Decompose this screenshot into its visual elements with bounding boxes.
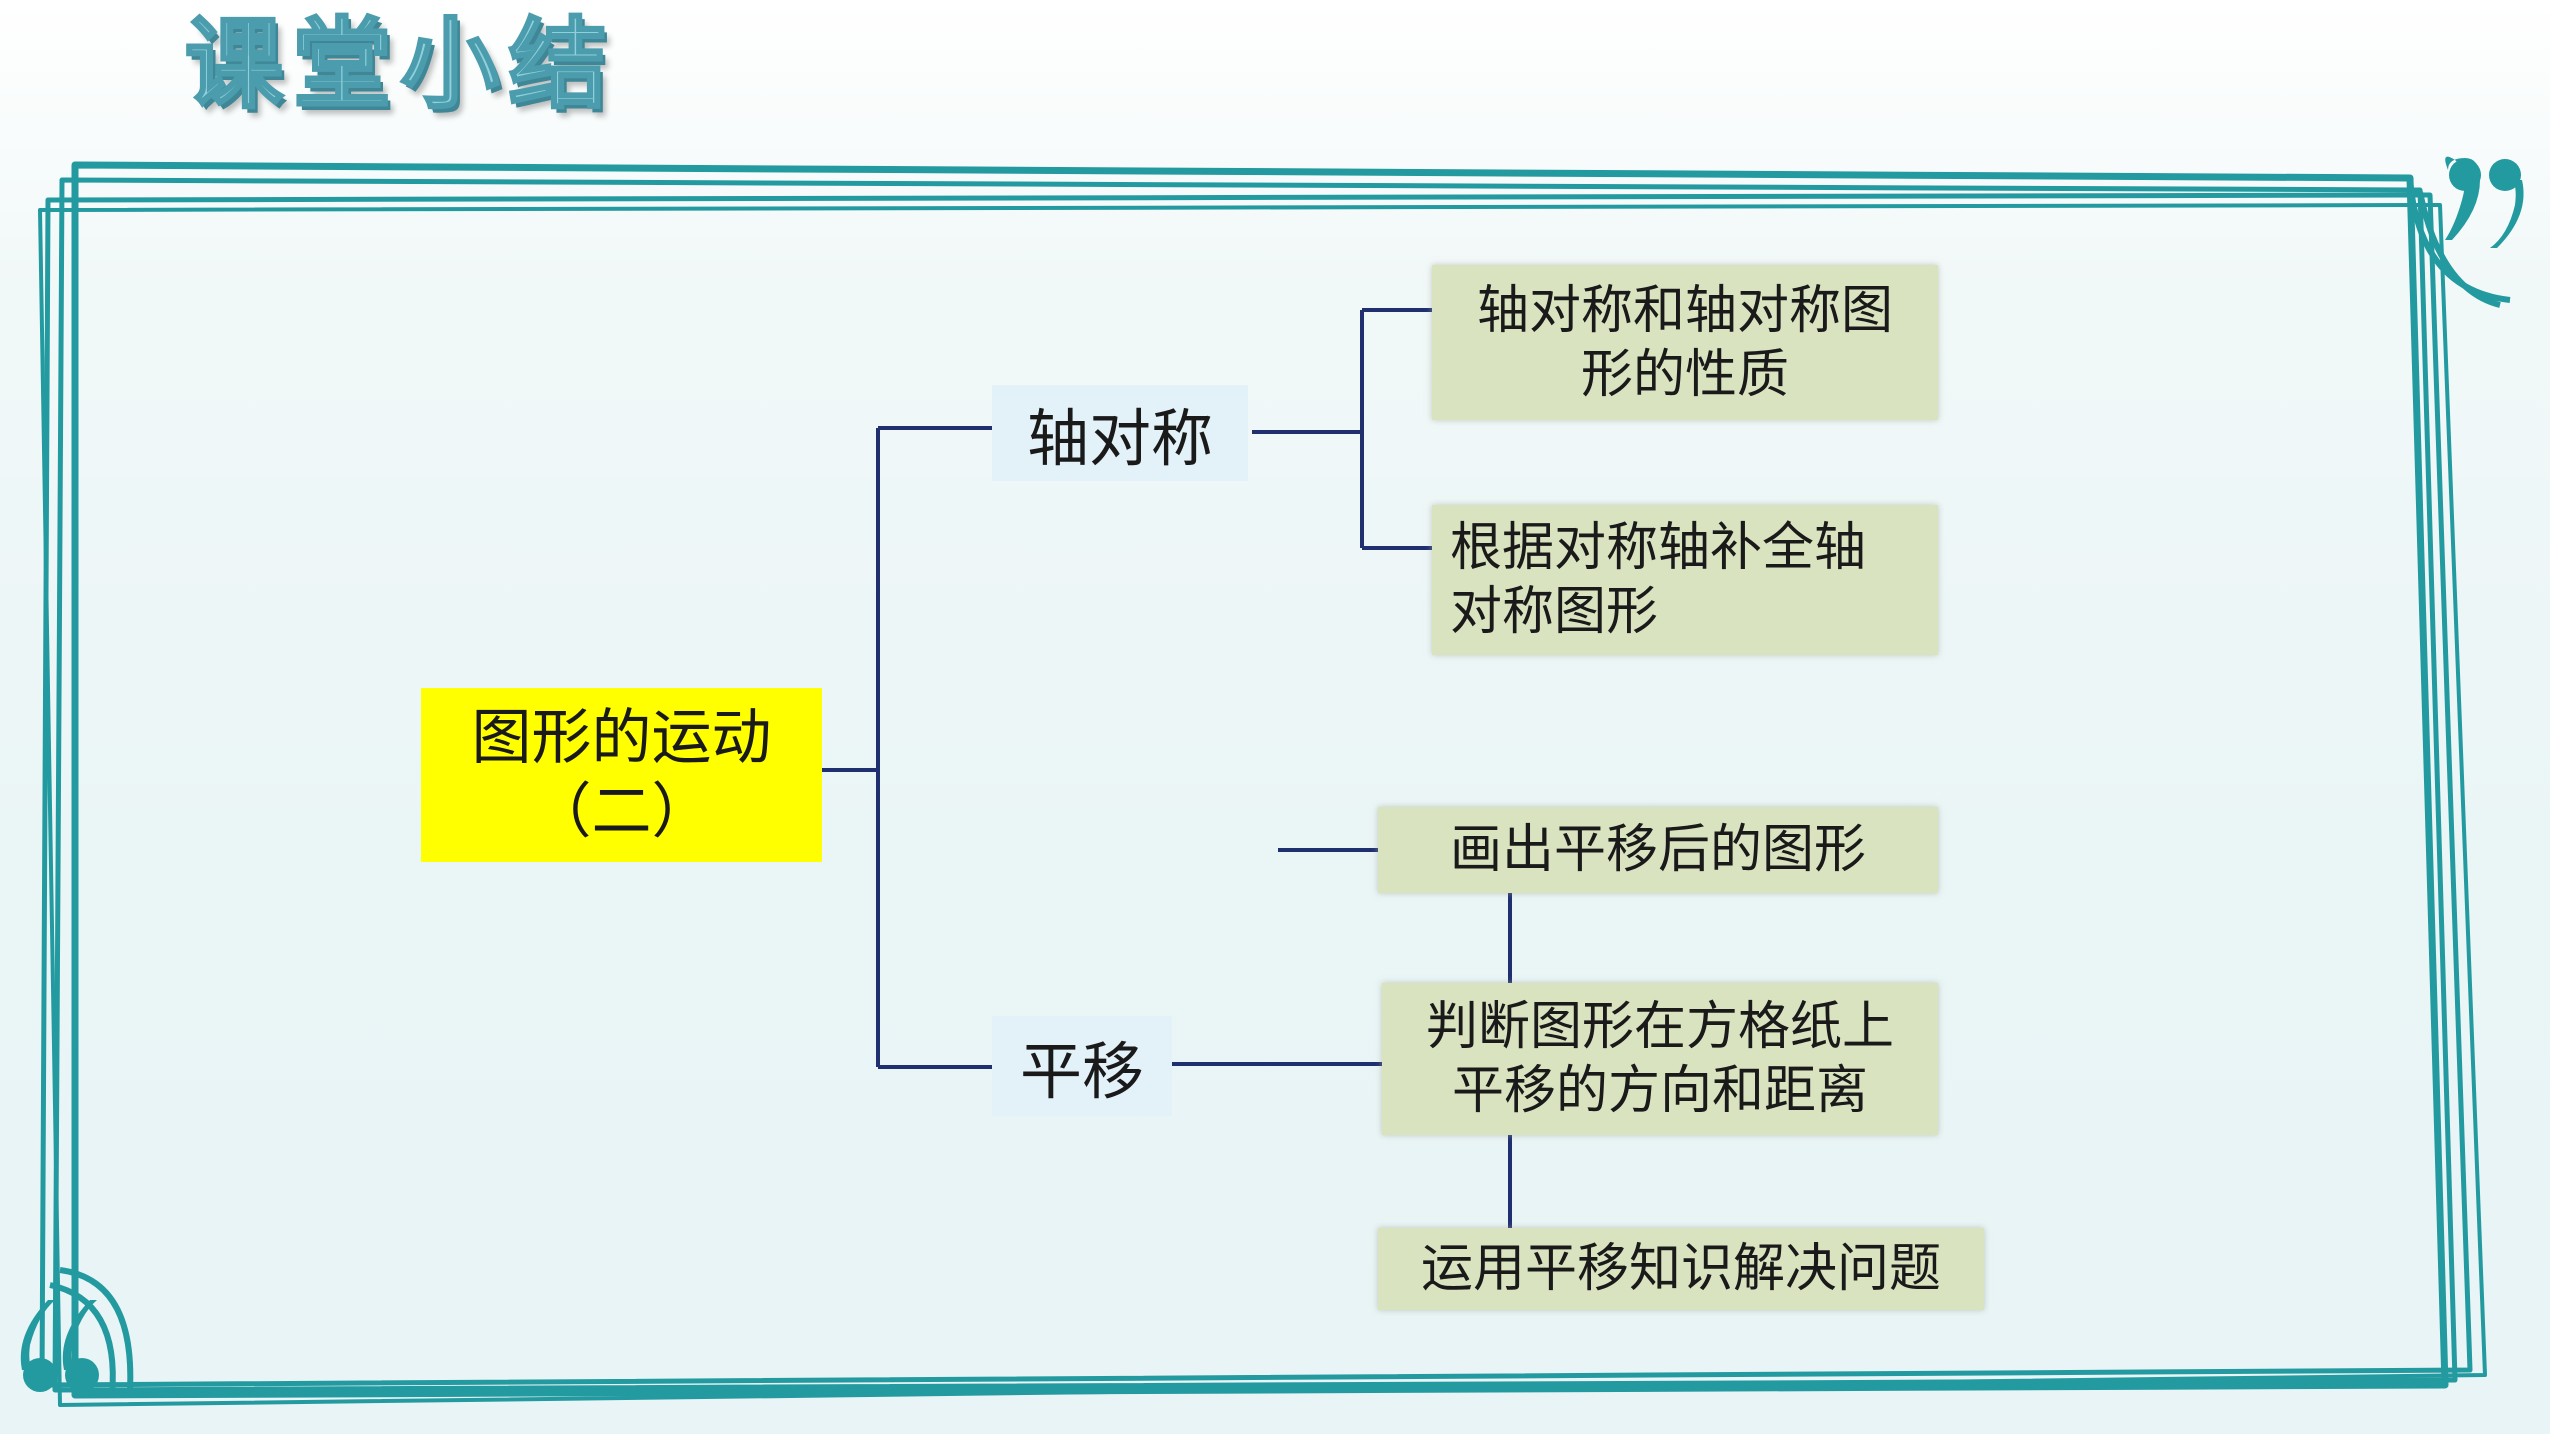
branch-node-translation: 平移 bbox=[992, 1016, 1172, 1116]
quote-close-icon bbox=[2445, 156, 2524, 248]
leaf-node-translation-direction-distance: 判断图形在方格纸上 平移的方向和距离 bbox=[1382, 983, 1938, 1135]
leaf-node-symmetry-properties: 轴对称和轴对称图 形的性质 bbox=[1432, 265, 1938, 420]
branch-node-axial-symmetry: 轴对称 bbox=[992, 385, 1248, 481]
quote-open-icon bbox=[20, 1300, 99, 1392]
leaf-node-complete-symmetric-figure: 根据对称轴补全轴 对称图形 bbox=[1432, 505, 1938, 655]
page-title: 课堂小结 bbox=[183, 7, 618, 124]
leaf-node-draw-translated-figure: 画出平移后的图形 bbox=[1378, 807, 1938, 893]
leaf-node-apply-translation: 运用平移知识解决问题 bbox=[1378, 1228, 1984, 1310]
root-node: 图形的运动 （二） bbox=[421, 688, 822, 862]
